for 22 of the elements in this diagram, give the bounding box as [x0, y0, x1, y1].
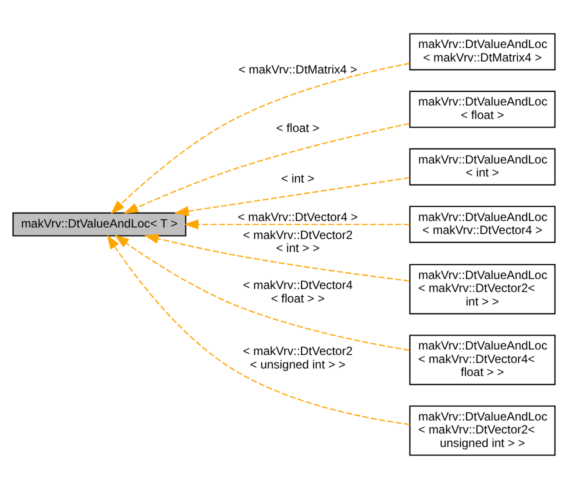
node-box: makVrv::DtValueAndLoc < makVrv::DtMatrix4 > — [409, 32, 556, 70]
edge-label: < int > — [281, 170, 314, 185]
arrow — [144, 233, 410, 282]
edge-label: < float > — [276, 120, 320, 135]
arrow — [184, 218, 410, 229]
edge-label: < makVrv::DtVector4 > — [238, 209, 358, 224]
arrow — [124, 122, 410, 214]
arrow — [114, 234, 410, 350]
edge-label: < makVrv::DtVector2 < unsigned int > > — [242, 344, 353, 371]
edge-label: < makVrv::DtVector4 < float > > — [242, 278, 353, 305]
arrow — [110, 62, 410, 214]
node-box: makVrv::DtValueAndLoc < makVrv::DtVector2< int > > — [409, 263, 556, 314]
node-box: makVrv::DtValueAndLoc < float > — [409, 90, 556, 128]
node-box: makVrv::DtValueAndLoc < makVrv::DtVector4< float > > — [409, 334, 556, 385]
arrow — [174, 176, 410, 216]
node-box: makVrv::DtValueAndLoc < makVrv::DtVector2< unsigned int > > — [409, 404, 556, 456]
edge-label: < makVrv::DtVector2 < int > > — [242, 227, 353, 254]
node-box: makVrv::DtValueAndLoc< T > — [12, 212, 186, 236]
arrow — [106, 234, 410, 425]
edge-label: < makVrv::DtMatrix4 > — [238, 62, 358, 76]
node-box: makVrv::DtValueAndLoc < int > — [409, 148, 556, 185]
node-box: makVrv::DtValueAndLoc < makVrv::DtVector4 > — [409, 205, 556, 242]
